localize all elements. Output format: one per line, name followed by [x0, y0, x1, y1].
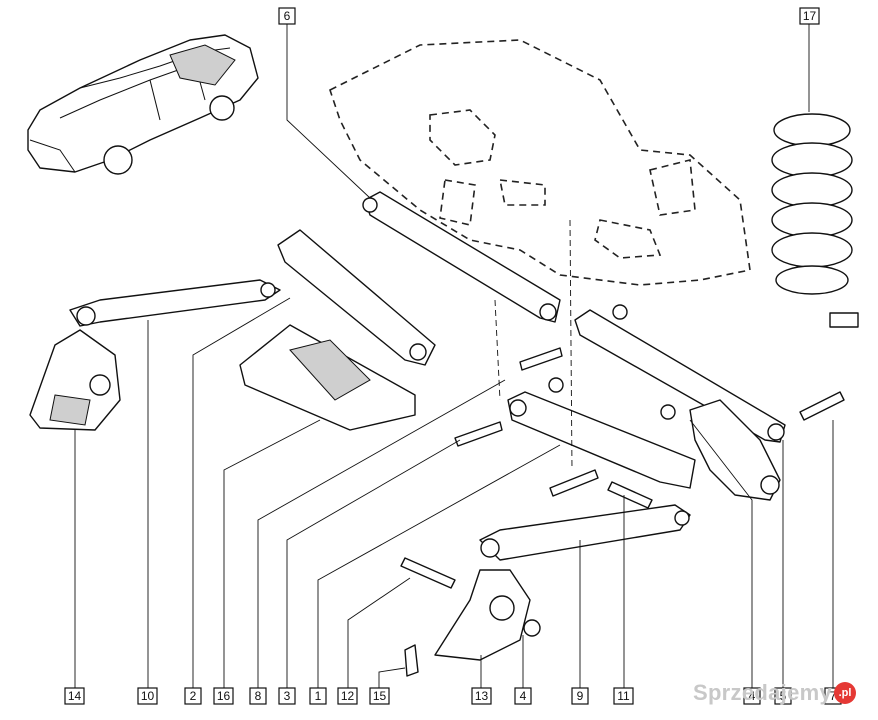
callout-9: 9: [571, 687, 589, 705]
callout-16: 16: [213, 687, 234, 705]
svg-text:3: 3: [284, 689, 291, 703]
svg-text:14: 14: [68, 689, 82, 703]
part-upper-link: [362, 191, 561, 323]
part-lower-bracket: [434, 569, 531, 661]
callout-4-right: 4: [743, 687, 761, 705]
callout-labels: 6 17 14 10 2 16 8 3 1 12 15 13 4 9 11 4 …: [64, 7, 842, 705]
callout-6: 6: [278, 7, 296, 25]
callout-15: 15: [369, 687, 390, 705]
part-toe-link: [574, 309, 786, 443]
svg-text:13: 13: [475, 689, 489, 703]
callout-14: 14: [64, 687, 85, 705]
callout-3: 3: [278, 687, 296, 705]
svg-text:4: 4: [749, 689, 756, 703]
svg-text:2: 2: [190, 689, 197, 703]
svg-text:4: 4: [520, 689, 527, 703]
bolts: [400, 304, 845, 677]
svg-text:15: 15: [373, 689, 387, 703]
watermark-badge: .pl: [834, 682, 856, 704]
callout-17: 17: [799, 7, 820, 25]
part-mounting-plate: [239, 324, 416, 431]
coil-spring: [771, 113, 859, 328]
svg-text:17: 17: [803, 9, 817, 23]
callout-8: 8: [249, 687, 267, 705]
svg-text:7: 7: [830, 689, 837, 703]
part-trailing-arm: [507, 391, 696, 489]
part-lower-arm: [479, 504, 691, 561]
svg-text:11: 11: [617, 689, 630, 703]
svg-text:12: 12: [341, 689, 355, 703]
svg-text:9: 9: [577, 689, 584, 703]
watermark: Sprzedajemy .pl: [693, 680, 856, 706]
svg-text:1: 1: [315, 689, 322, 703]
callout-11: 11: [613, 687, 634, 705]
callout-13: 13: [471, 687, 492, 705]
part-lateral-rod: [69, 279, 281, 327]
leader-lines: [74, 24, 834, 688]
svg-text:5: 5: [780, 689, 787, 703]
callout-5: 5: [774, 687, 792, 705]
watermark-text: Sprzedajemy: [692, 680, 832, 705]
part-hub-knuckle: [689, 399, 781, 501]
part-bracket: [29, 329, 121, 431]
rear-subframe-outline: [329, 39, 751, 286]
part-control-arm: [277, 229, 436, 366]
callout-2: 2: [184, 687, 202, 705]
svg-text:6: 6: [284, 9, 291, 23]
callout-4-left: 4: [514, 687, 532, 705]
svg-text:16: 16: [217, 689, 231, 703]
svg-text:8: 8: [255, 689, 262, 703]
callout-12: 12: [337, 687, 358, 705]
car-illustration: [27, 34, 259, 175]
svg-text:10: 10: [141, 689, 155, 703]
callout-1: 1: [309, 687, 327, 705]
callout-10: 10: [137, 687, 158, 705]
